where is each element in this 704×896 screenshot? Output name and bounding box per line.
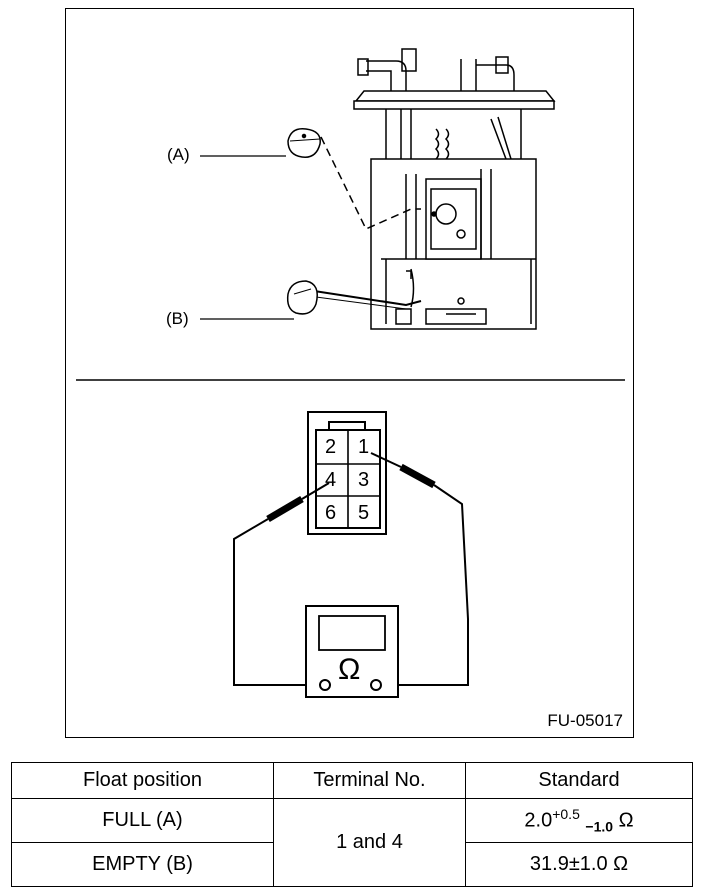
float-empty: EMPTY (B) (11, 842, 274, 887)
standard-full-plus: +0.5 (552, 806, 580, 823)
table-row: FULL (A) 1 and 4 2.0+0.5 −1.0 Ω (11, 798, 693, 887)
header-float-position: Float position (11, 762, 274, 799)
table-header-row: Float position Terminal No. Standard (11, 762, 693, 799)
terminal-5: 5 (358, 502, 370, 524)
standard-full: 2.0+0.5 −1.0 Ω (465, 798, 693, 843)
figure-code: FU-05017 (547, 711, 623, 730)
terminal-cell: 1 and 4 (273, 798, 466, 887)
terminal-1: 1 (358, 436, 370, 458)
standard-full-minus: −1.0 (585, 818, 614, 835)
ohmmeter (305, 605, 399, 698)
ohm-symbol: Ω (338, 653, 361, 686)
standard-full-base: 2.0 (524, 809, 553, 832)
header-standard: Standard (465, 762, 693, 799)
spec-table: Float position Terminal No. Standard FUL… (11, 762, 693, 887)
standard-empty: 31.9±1.0 Ω (465, 842, 693, 887)
header-terminal-no: Terminal No. (273, 762, 466, 799)
float-full: FULL (A) (11, 798, 274, 843)
terminal-4: 4 (325, 469, 337, 491)
standard-full-unit: Ω (613, 809, 634, 832)
diagram-figure: (A) (B) 2 1 4 3 6 5 Ω FU-05017 (65, 8, 634, 738)
diagram-svg (76, 48, 625, 698)
connector (307, 411, 387, 535)
probe-wires (233, 452, 469, 686)
table-row: EMPTY (B) 31.9±1.0 Ω (11, 842, 693, 887)
label-b: (B) (166, 309, 189, 328)
fuel-pump-assembly (286, 48, 556, 330)
label-a: (A) (167, 145, 190, 164)
terminal-3: 3 (358, 469, 370, 491)
terminal-6: 6 (325, 502, 337, 524)
terminal-2: 2 (325, 436, 337, 458)
